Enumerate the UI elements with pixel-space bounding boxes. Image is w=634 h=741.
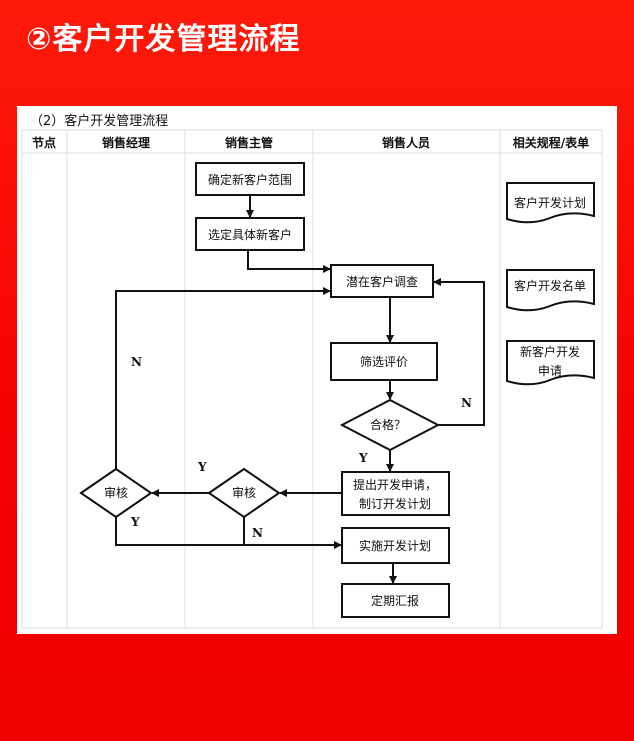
decision-label: 审核	[104, 485, 128, 500]
column-header-sales-manager: 销售经理	[102, 135, 150, 150]
decision-label: 审核	[232, 485, 256, 500]
document-label: 客户开发计划	[514, 195, 586, 210]
step-define-scope: 确定新客户范围	[195, 162, 305, 196]
step-label-line2: 制订开发计划	[359, 496, 431, 511]
decision-qualified: 合格？	[339, 398, 441, 452]
step-survey: 潜在客户调查	[330, 264, 434, 298]
step-label: 选定具体新客户	[208, 227, 292, 242]
step-report: 定期汇报	[341, 583, 450, 618]
label-y-manager: Y	[130, 515, 140, 529]
document-label-line2: 申请	[538, 364, 562, 378]
step-implement: 实施开发计划	[341, 527, 450, 564]
step-label: 确定新客户范围	[208, 172, 292, 187]
document-list: 客户开发名单	[506, 269, 595, 312]
diagram-subtitle: （2）客户开发管理流程	[30, 113, 168, 129]
decision-review-supervisor: 审核	[207, 467, 281, 519]
step-apply: 提出开发申请， 制订开发计划	[341, 471, 450, 516]
label-y-supervisor: Y	[197, 460, 207, 474]
document-application: 新客户开发 申请	[506, 340, 595, 386]
document-plan: 客户开发计划	[506, 182, 595, 224]
step-label: 潜在客户调查	[346, 274, 418, 289]
step-label: 实施开发计划	[359, 538, 431, 553]
decision-review-manager: 审核	[79, 467, 153, 519]
label-n-supervisor: N	[252, 526, 263, 540]
column-header-documents: 相关规程/表单	[513, 135, 589, 150]
step-screen: 筛选评价	[330, 342, 438, 381]
label-n-manager: N	[131, 355, 142, 369]
connectors	[115, 195, 485, 584]
label-y-qualified: Y	[358, 451, 368, 465]
step-label: 筛选评价	[360, 354, 408, 369]
column-header-node: 节点	[32, 135, 56, 150]
column-header-salesperson: 销售人员	[382, 135, 430, 150]
decision-label: 合格？	[370, 417, 406, 432]
column-header-sales-supervisor: 销售主管	[225, 135, 273, 150]
document-label-line1: 新客户开发	[520, 344, 580, 359]
step-label-line1: 提出开发申请，	[353, 477, 437, 492]
document-label: 客户开发名单	[514, 278, 586, 293]
page-title: ②客户开发管理流程	[26, 22, 301, 57]
step-label: 定期汇报	[371, 593, 419, 608]
step-select-customer: 选定具体新客户	[195, 217, 305, 251]
label-n-qualified: N	[461, 396, 472, 410]
